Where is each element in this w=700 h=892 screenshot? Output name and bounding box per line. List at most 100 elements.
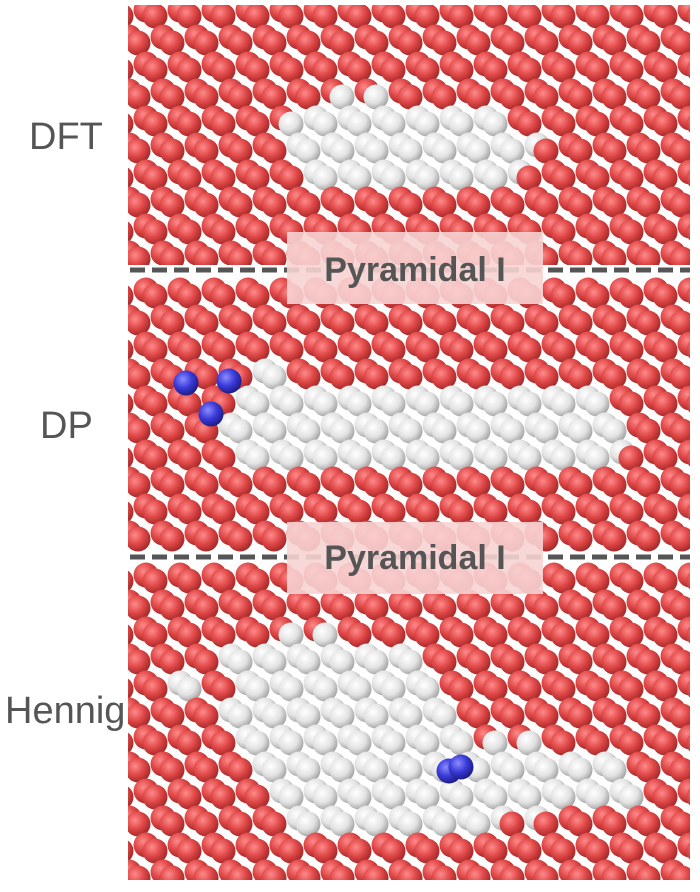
lattice-atom: [533, 310, 559, 336]
defect-atom: [312, 445, 338, 471]
lattice-atom: [142, 838, 168, 864]
lattice-atom: [380, 57, 406, 83]
lattice-atom: [329, 865, 355, 880]
defect-atom: [448, 111, 474, 137]
defect-atom: [414, 165, 440, 191]
defect-atom: [363, 649, 389, 675]
lattice-atom: [695, 359, 700, 384]
lattice-atom: [176, 730, 202, 756]
lattice-atom: [159, 246, 185, 265]
lattice-atom: [159, 472, 185, 498]
lattice-atom: [193, 138, 219, 164]
lattice-atom: [142, 676, 168, 702]
lattice-atom: [686, 503, 690, 521]
lattice-atom: [499, 649, 525, 675]
lattice-atom: [695, 698, 700, 723]
lattice-atom: [635, 246, 661, 265]
lattice-atom: [261, 30, 287, 56]
lattice-atom: [448, 676, 474, 702]
lattice-atom: [227, 84, 253, 110]
lattice-atom: [448, 337, 474, 363]
lattice-atom: [227, 472, 253, 498]
lattice-atom: [567, 472, 593, 498]
lattice-atom: [652, 111, 678, 137]
lattice-atom: [100, 214, 125, 239]
lattice-atom: [431, 595, 457, 621]
lattice-atom: [618, 391, 644, 417]
lattice-atom: [261, 138, 287, 164]
lattice-atom: [380, 5, 406, 29]
lattice-atom: [550, 283, 576, 309]
defect-atom: [329, 84, 355, 110]
lattice-atom: [295, 84, 321, 110]
defect-atom: [584, 391, 610, 417]
lattice-atom: [695, 241, 700, 266]
lattice-atom: [176, 219, 202, 245]
lattice-atom: [601, 246, 627, 265]
defect-atom: [380, 391, 406, 417]
lattice-atom: [142, 391, 168, 417]
lattice-atom: [652, 445, 678, 471]
lattice-atom: [618, 111, 644, 137]
lattice-atom: [142, 57, 168, 83]
lattice-atom: [584, 676, 610, 702]
defect-atom: [278, 676, 304, 702]
lattice-atom: [695, 187, 700, 212]
lattice-atom: [244, 219, 270, 245]
lattice-atom: [567, 246, 593, 265]
lattice-atom: [128, 501, 134, 523]
defect-atom: [363, 84, 389, 110]
lattice-atom: [414, 838, 440, 864]
lattice-atom: [533, 472, 559, 498]
lattice-atom: [176, 784, 202, 810]
lattice-atom: [516, 838, 542, 864]
lattice-atom: [550, 337, 576, 363]
lattice-atom: [669, 138, 690, 164]
lattice-atom: [100, 106, 125, 131]
lattice-atom: [142, 622, 168, 648]
lattice-atom: [482, 5, 508, 29]
defect-atom: [329, 757, 355, 783]
lattice-atom: [465, 364, 491, 390]
lattice-atom: [584, 622, 610, 648]
lattice-atom: [584, 838, 610, 864]
lattice-atom: [142, 111, 168, 137]
lattice-atom: [584, 568, 610, 594]
defect-atom: [363, 757, 389, 783]
lattice-atom: [128, 30, 151, 56]
lattice-atom: [516, 165, 542, 191]
lattice-atom: [584, 499, 610, 525]
lattice-atom: [584, 337, 610, 363]
panel-label-dp: DP: [40, 405, 93, 447]
lattice-atom: [669, 246, 690, 265]
defect-atom: [482, 111, 508, 137]
lattice-atom: [695, 25, 700, 50]
defect-atom: [363, 703, 389, 729]
lattice-atom: [686, 395, 690, 413]
lattice-atom: [431, 30, 457, 56]
lattice-atom: [567, 30, 593, 56]
lattice-atom: [601, 138, 627, 164]
lattice-atom: [210, 838, 236, 864]
lattice-atom: [100, 725, 125, 750]
lattice-atom: [128, 624, 134, 646]
lattice-atom: [244, 568, 270, 594]
defect-atom: [278, 784, 304, 810]
lattice-atom: [465, 84, 491, 110]
lattice-atom: [397, 595, 423, 621]
defect-atom: [601, 418, 627, 444]
defect-atom: [499, 138, 525, 164]
lattice-atom: [278, 165, 304, 191]
lattice-atom: [567, 84, 593, 110]
lattice-atom: [448, 57, 474, 83]
defect-atom: [431, 418, 457, 444]
lattice-atom: [128, 526, 151, 552]
lattice-atom: [193, 364, 219, 390]
lattice-atom: [159, 811, 185, 837]
lattice-atom: [669, 595, 690, 621]
defect-atom: [414, 391, 440, 417]
lattice-atom: [159, 138, 185, 164]
lattice-atom: [176, 165, 202, 191]
defect-atom: [482, 784, 508, 810]
lattice-atom: [652, 838, 678, 864]
